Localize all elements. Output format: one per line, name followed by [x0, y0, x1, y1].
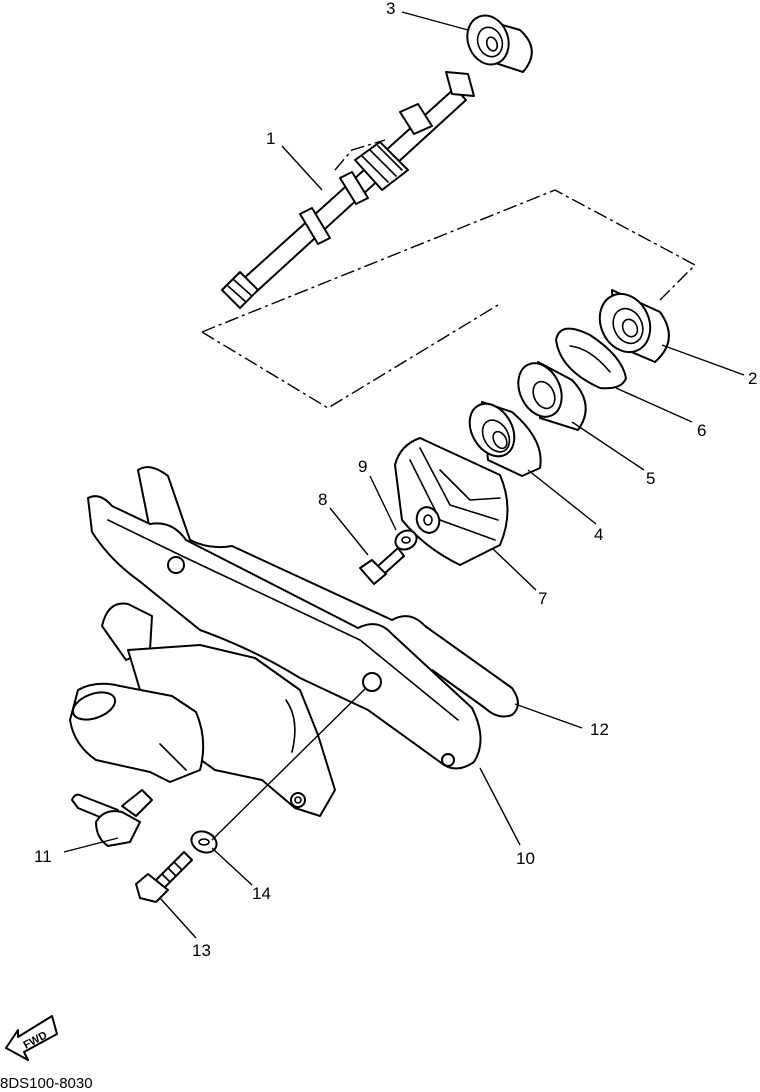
callout-5: 5: [646, 469, 655, 488]
callout-8: 8: [318, 490, 327, 509]
callout-4: 4: [594, 525, 603, 544]
part-11-pipe-fitting: [71, 789, 153, 847]
part-13-flange-bolt: [135, 851, 193, 903]
callout-3: 3: [386, 0, 395, 18]
callout-6: 6: [697, 421, 706, 440]
leader-lines: [63, 11, 745, 939]
part-5-oil-seal: [517, 361, 587, 431]
assembly-guide-line: [201, 189, 697, 409]
forward-arrow-icon: [5, 1015, 58, 1061]
part-6-circlip: [555, 327, 627, 390]
callout-9: 9: [358, 457, 367, 476]
callout-12: 12: [590, 720, 609, 739]
part-7-impeller: [394, 437, 509, 566]
callout-11: 11: [34, 847, 52, 866]
part-10-housing-cover: [69, 495, 482, 817]
callout-2: 2: [748, 369, 757, 388]
part-9-washer: [394, 529, 418, 551]
part-1-shaft: [221, 71, 475, 309]
forward-direction-indicator: FWD: [5, 1015, 58, 1061]
part-3-bearing: [466, 14, 533, 73]
callout-1: 1: [266, 129, 275, 148]
callout-14: 14: [252, 884, 271, 903]
part-8-bolt: [359, 547, 405, 585]
callout-7: 7: [538, 589, 547, 608]
part-4-mechanical-seal: [468, 401, 542, 477]
diagram-code: 8DS100-8030: [0, 1075, 93, 1092]
part-14-washer: [190, 830, 218, 854]
callout-labels: 1 2 3 4 5 6 7 8 9 10 11 12 13 14: [34, 0, 757, 960]
callout-10: 10: [516, 849, 535, 868]
callout-13: 13: [192, 941, 211, 960]
part-2-bearing: [598, 289, 670, 363]
